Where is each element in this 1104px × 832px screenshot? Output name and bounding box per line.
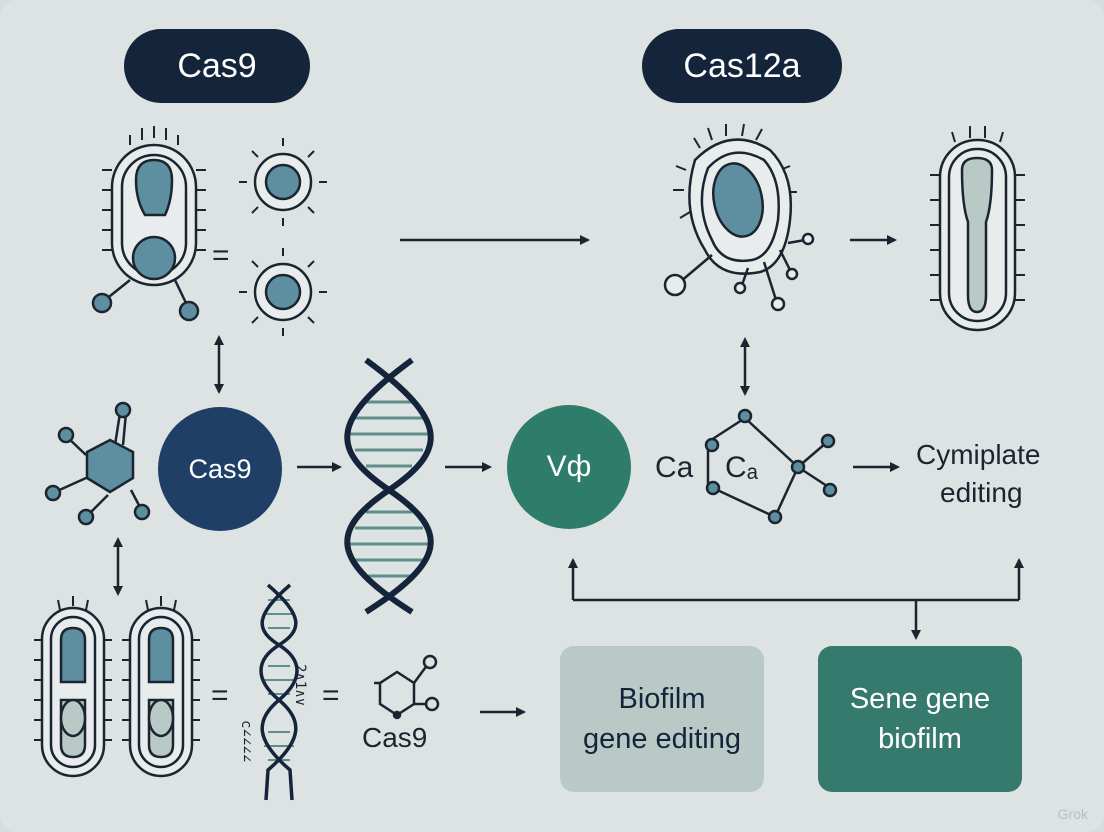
output-label: Cymiplate editing — [916, 436, 1040, 512]
bacterium-icon — [91, 126, 206, 322]
ca-label-right: Cₐ — [725, 451, 758, 484]
dna-sequence-left: c∠∠∠∠ — [238, 720, 254, 762]
cas9-small-label: Cas9 — [362, 722, 428, 753]
bracket-connector — [568, 558, 1024, 640]
biofilm-box-line2: gene editing — [582, 723, 742, 755]
molecule-icon — [44, 401, 151, 526]
rod-bacterium-icon — [122, 596, 200, 778]
small-dna-helix-icon — [259, 583, 299, 801]
sene-box-line2: biofilm — [878, 723, 962, 755]
cas9-circle-label: Cas9 — [188, 453, 252, 484]
v-circle-label: Vф — [546, 450, 592, 483]
rod-bacterium-icon — [930, 126, 1025, 332]
bacterium-icon — [663, 123, 815, 312]
rod-bacterium-icon — [34, 596, 112, 778]
output-label-line1: Cymiplate — [916, 439, 1041, 470]
spiky-cell-icon — [239, 248, 327, 336]
dna-sequence-right: 2∧1∧∨ — [292, 664, 308, 706]
equals-sign: = — [322, 679, 340, 712]
biofilm-gene-editing-box: Biofilm gene editing — [560, 646, 764, 792]
dna-helix-icon — [344, 357, 434, 615]
cas9-circle-node: Cas9 — [158, 407, 282, 531]
watermark: Grok — [1057, 806, 1088, 822]
molecule-icon — [374, 654, 440, 720]
sene-gene-biofilm-box: Sene gene biofilm — [818, 646, 1022, 792]
equals-sign: = — [212, 239, 230, 272]
cas9-title: Cas9 — [177, 46, 257, 85]
equals-sign: = — [211, 679, 229, 712]
sene-box-line1: Sene gene — [849, 683, 991, 715]
cas9-title-pill: Cas9 — [124, 29, 310, 103]
ca-label-left: Ca — [655, 451, 694, 484]
cas12a-title: Cas12a — [683, 46, 801, 85]
output-label-line2: editing — [940, 477, 1023, 508]
network-icon — [704, 408, 838, 525]
biofilm-box-line1: Biofilm — [618, 683, 706, 715]
cas12a-title-pill: Cas12a — [642, 29, 842, 103]
spiky-cell-icon — [239, 138, 327, 226]
v-circle-node: Vф — [507, 405, 631, 529]
